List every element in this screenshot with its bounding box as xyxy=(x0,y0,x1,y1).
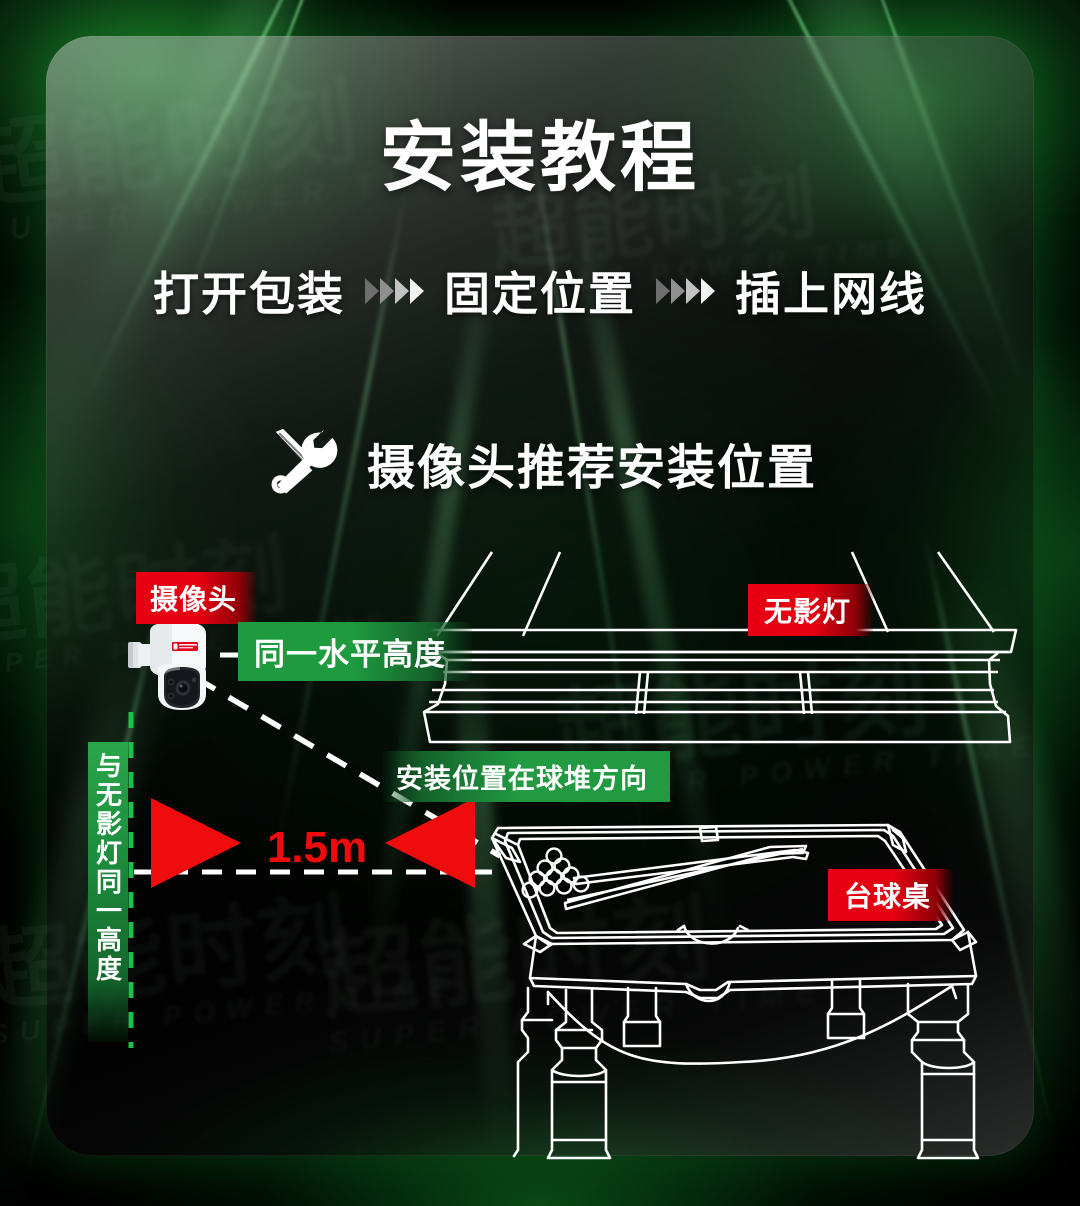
steps-row: 打开包装 固定位置 插上网线 xyxy=(0,258,1080,324)
label-camera: 摄像头 xyxy=(136,572,258,624)
step-item-1: 打开包装 xyxy=(153,268,345,320)
label-install-direction-text: 安装位置在球堆方向 xyxy=(396,764,648,794)
label-install-direction: 安装位置在球堆方向 xyxy=(382,751,670,802)
label-shadowless-lamp: 无影灯 xyxy=(748,584,874,636)
label-shadowless-lamp-text: 无影灯 xyxy=(764,596,852,627)
measurement-1-5m: 1.5m xyxy=(152,820,482,876)
page-title: 安装教程 xyxy=(380,116,700,201)
section-heading: 摄像头推荐安装位置 xyxy=(0,424,1080,502)
step-item-2: 固定位置 xyxy=(444,268,636,320)
label-vertical-height-text: 与无影灯同一高度 xyxy=(92,752,123,984)
label-same-level-text: 同一水平高度 xyxy=(254,637,446,672)
label-same-level: 同一水平高度 xyxy=(238,622,472,681)
ptz-camera-image xyxy=(128,623,206,710)
label-pool-table: 台球桌 xyxy=(828,869,954,921)
label-pool-table-text: 台球桌 xyxy=(844,881,932,912)
section-title: 摄像头推荐安装位置 xyxy=(366,442,817,495)
wrench-screwdriver-icon xyxy=(271,428,338,494)
chevron-arrows-icon xyxy=(365,278,424,304)
step-item-3: 插上网线 xyxy=(735,268,927,320)
chevron-arrows-icon xyxy=(656,278,715,304)
label-camera-text: 摄像头 xyxy=(150,584,238,615)
measurement-value: 1.5m xyxy=(266,823,368,872)
label-vertical-height: 与无影灯同一高度 xyxy=(88,742,128,1042)
